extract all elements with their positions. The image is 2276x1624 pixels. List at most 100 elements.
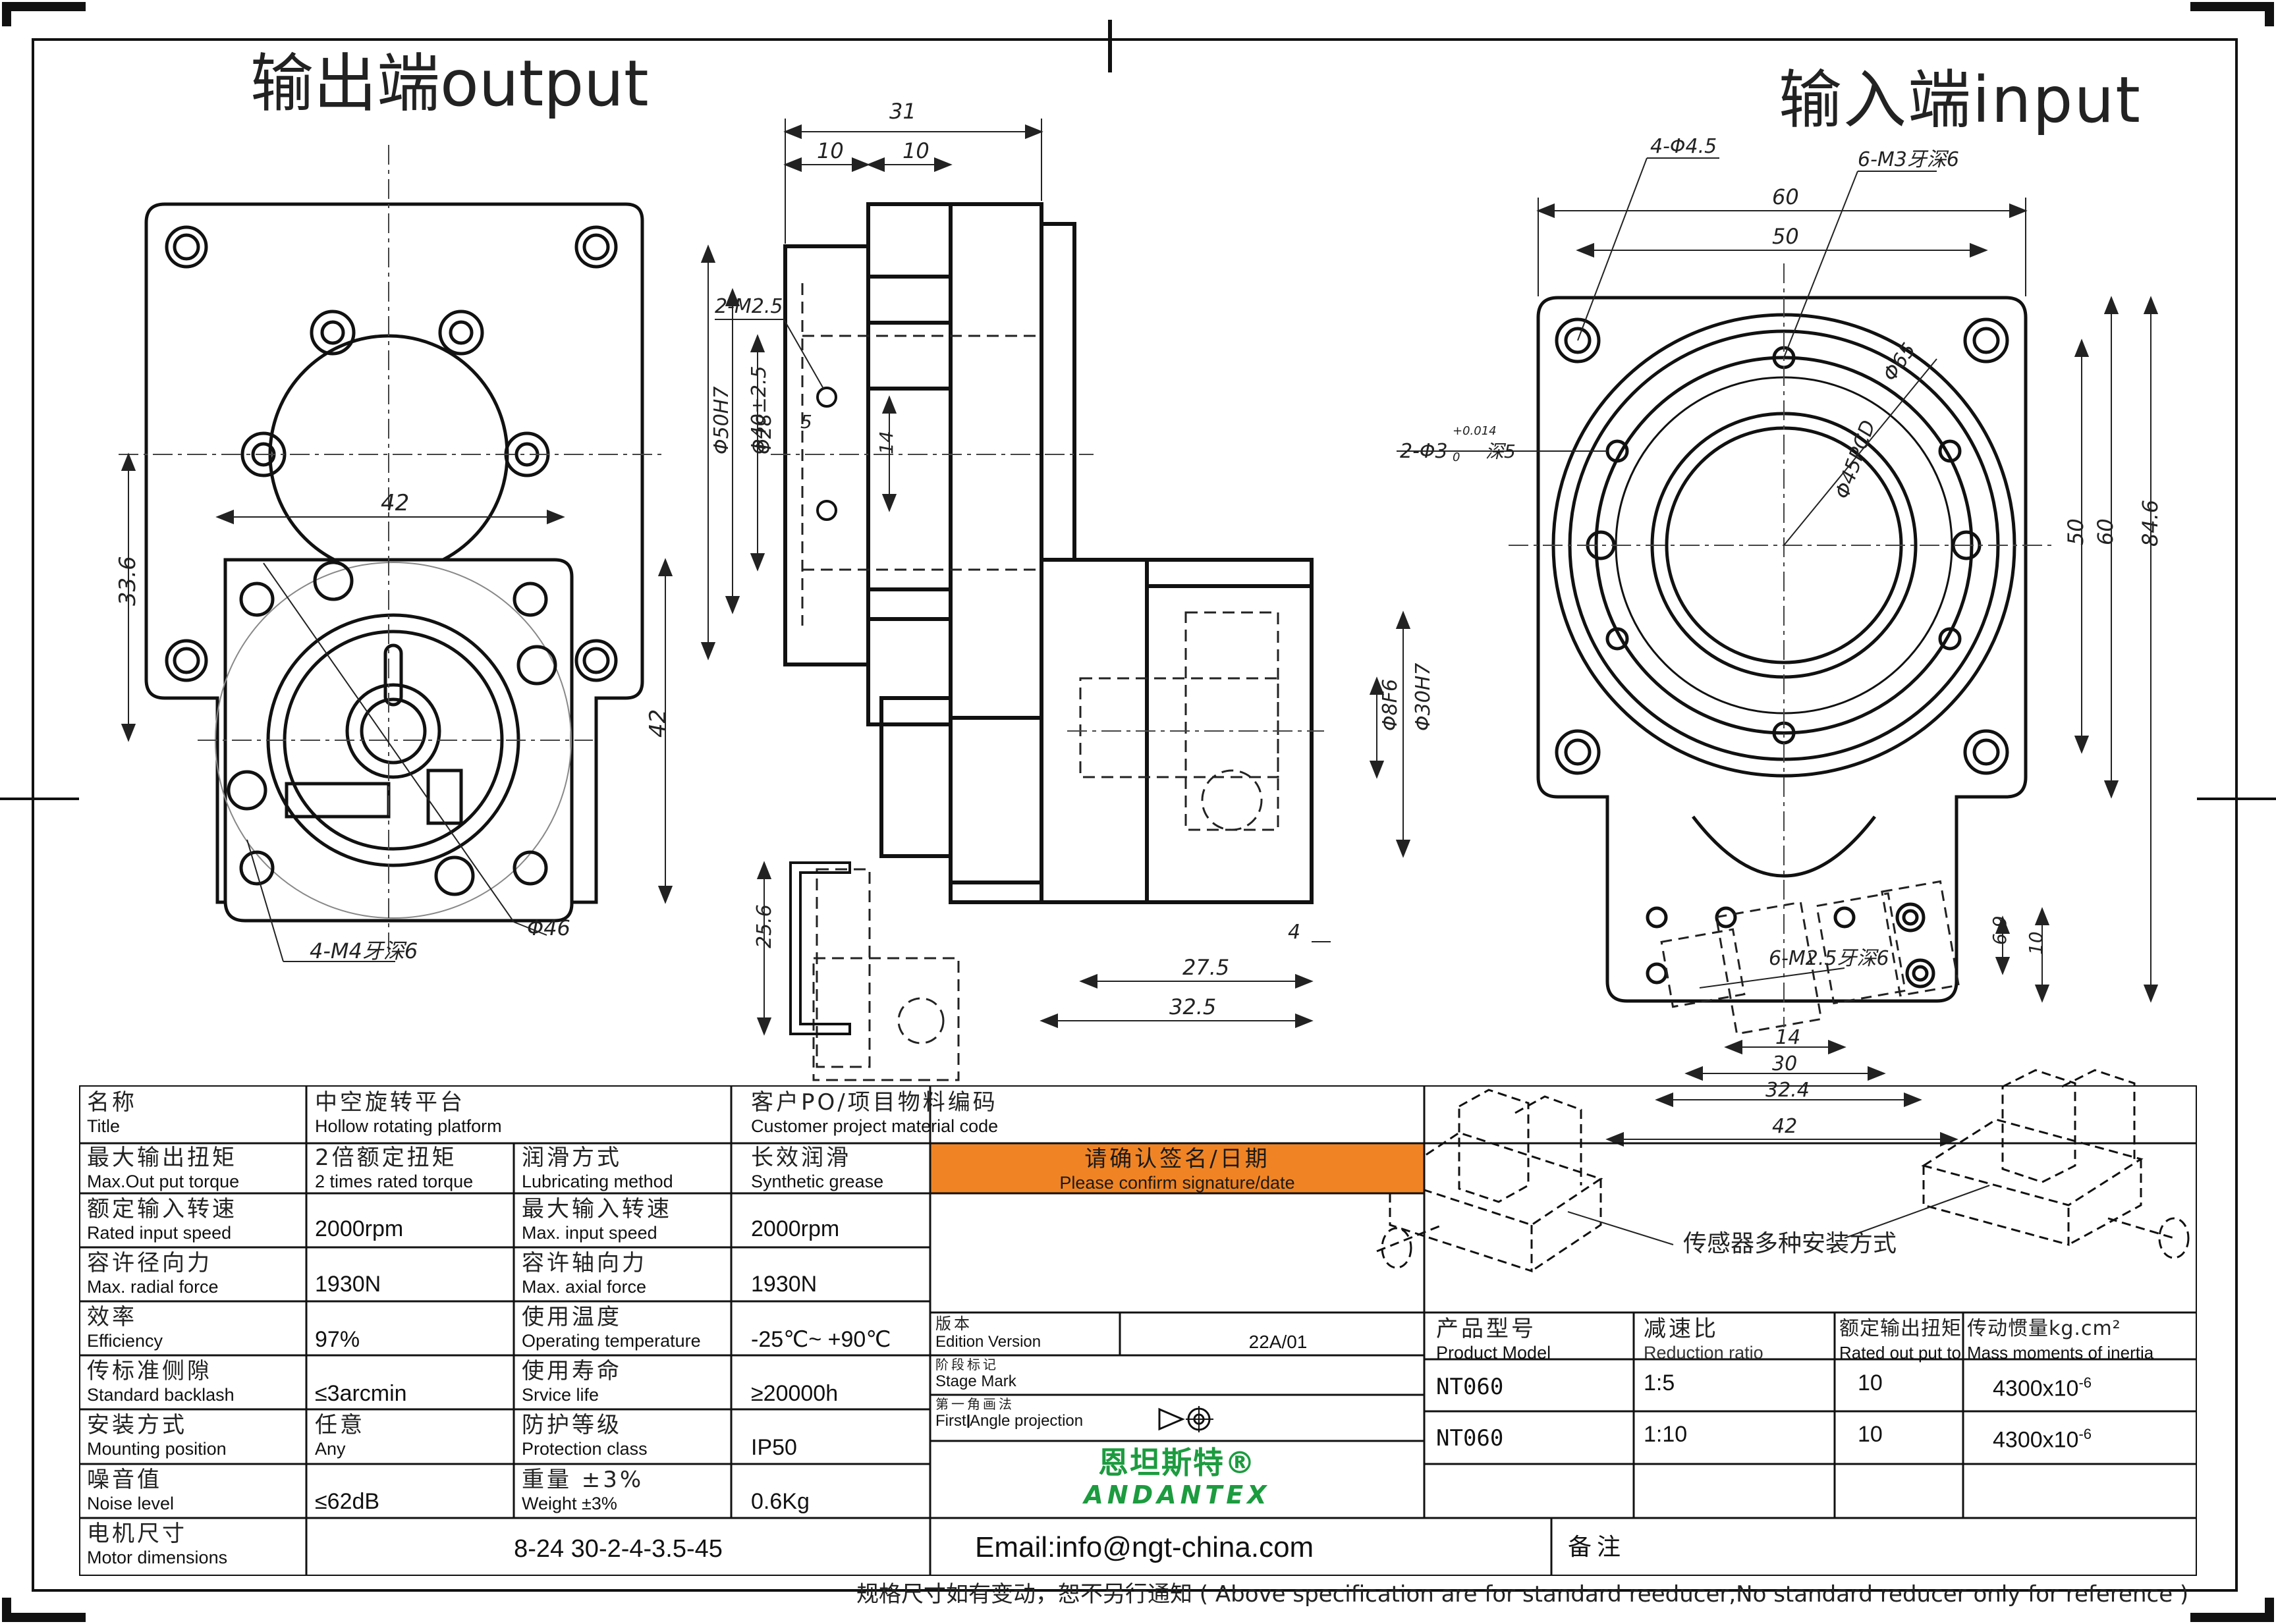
row2-torque: 10 bbox=[1858, 1422, 1883, 1447]
header-inertia-zh: 传动惯量kg.cm² bbox=[1967, 1317, 2121, 1340]
row1-inertia-exp: -6 bbox=[2078, 1374, 2092, 1391]
dim-4: 4 bbox=[1288, 921, 1300, 944]
dim-30-bottom: 30 bbox=[1772, 1052, 1797, 1075]
max-speed-label: 最大输入转速 Max. input speed bbox=[522, 1196, 729, 1243]
header-rated-torque-zh: 额定输出扭矩Nm bbox=[1839, 1317, 1962, 1340]
max-speed-value: 2000rpm bbox=[751, 1216, 840, 1241]
dim-30h7: Φ30H7 bbox=[1412, 663, 1435, 731]
side-centerlines bbox=[771, 454, 1324, 732]
max-speed-label-zh: 最大输入转速 bbox=[522, 1196, 672, 1222]
dim-2-phi-3: 2-Φ3 bbox=[1400, 440, 1448, 463]
footer-note: 规格尺寸如有变动，恕不另行通知 ( Above specification ar… bbox=[856, 1581, 2189, 1608]
stage-label-zh: 阶段标记 bbox=[935, 1357, 999, 1372]
lube-value: 长效润滑 Synthetic grease bbox=[751, 1145, 929, 1192]
axial-force-label-zh: 容许轴向力 bbox=[522, 1250, 647, 1276]
rated-speed-label-zh: 额定输入转速 bbox=[87, 1196, 237, 1222]
efficiency-label: 效率 Efficiency bbox=[87, 1304, 304, 1351]
brand-logo: 恩坦斯特® ANDANTEX bbox=[930, 1444, 1424, 1509]
row2-model: NT060 bbox=[1436, 1425, 1504, 1451]
input-end-view bbox=[1536, 296, 2028, 1003]
header-rated-torque-en: Rated out put torque bbox=[1839, 1343, 1962, 1363]
motor-label-zh: 电机尺寸 bbox=[87, 1521, 187, 1547]
dim-40: Φ40±2.5 bbox=[748, 365, 771, 454]
temperature-value: -25℃~ +90℃ bbox=[751, 1327, 891, 1352]
dim-25-6: 25.6 bbox=[753, 904, 776, 948]
side-hidden-lines bbox=[801, 283, 1279, 1081]
motor-label-en: Motor dimensions bbox=[87, 1548, 228, 1567]
dim-2-m2-5: 2-M2.5 bbox=[715, 295, 783, 318]
row1-model: NT060 bbox=[1436, 1374, 1504, 1400]
protection-label-en: Protection class bbox=[522, 1439, 648, 1459]
life-label: 使用寿命 Srvice life bbox=[522, 1358, 729, 1405]
lube-label: 润滑方式 Lubricating method bbox=[522, 1145, 729, 1192]
dim-42-bottom: 42 bbox=[1772, 1115, 1797, 1138]
torque-label: 最大输出扭矩 Max.Out put torque bbox=[87, 1145, 304, 1192]
rated-speed-value: 2000rpm bbox=[315, 1216, 404, 1241]
max-speed-label-en: Max. input speed bbox=[522, 1223, 657, 1243]
header-rated-torque: 额定输出扭矩Nm Rated out put torque bbox=[1839, 1316, 1962, 1363]
row2-ratio: 1:10 bbox=[1644, 1422, 1688, 1447]
dim-28: Φ28 bbox=[753, 414, 776, 454]
po-label-en: Customer project material code bbox=[751, 1116, 999, 1136]
dim-42-side: 42 bbox=[645, 709, 671, 738]
dim-6-m3: 6-M3牙深6 bbox=[1858, 148, 1959, 171]
radial-force-label-zh: 容许径向力 bbox=[87, 1250, 212, 1276]
header-reduction-ratio: 减速比 Reduction ratio bbox=[1644, 1316, 1831, 1363]
edition-value: 22A/01 bbox=[1248, 1332, 1308, 1352]
life-value: ≥20000h bbox=[751, 1381, 839, 1406]
dim-10-a: 10 bbox=[817, 138, 844, 163]
title-value-zh: 中空旋转平台 bbox=[315, 1089, 465, 1116]
sensor-leaders bbox=[1567, 1185, 1990, 1245]
dim-46: Φ46 bbox=[527, 915, 570, 940]
noise-label-zh: 噪音值 bbox=[87, 1467, 162, 1493]
row1-inertia: 4300x10-6 bbox=[1993, 1370, 2190, 1401]
remark-label: 备注 bbox=[1568, 1534, 1626, 1561]
lube-value-en: Synthetic grease bbox=[751, 1172, 884, 1191]
torque-label-en: Max.Out put torque bbox=[87, 1172, 240, 1191]
backlash-value: ≤3arcmin bbox=[315, 1381, 407, 1406]
mounting-label: 安装方式 Mounting position bbox=[87, 1412, 304, 1459]
projection-label-en: First Angle projection bbox=[935, 1412, 1084, 1430]
row2-inertia-exp: -6 bbox=[2078, 1426, 2092, 1442]
dim-14: 14 bbox=[875, 431, 897, 454]
iso-sketch-left bbox=[1376, 1089, 1603, 1273]
life-label-en: Srvice life bbox=[522, 1385, 599, 1405]
torque-value-en: 2 times rated torque bbox=[315, 1172, 474, 1191]
rated-speed-label-en: Rated input speed bbox=[87, 1223, 232, 1243]
temperature-label-en: Operating temperature bbox=[522, 1331, 701, 1351]
confirm-signature-box[interactable]: 请确认签名/日期 Please confirm signature/date bbox=[930, 1146, 1424, 1193]
dim-4-phi-4-5: 4-Φ4.5 bbox=[1650, 135, 1717, 158]
protection-label-zh: 防护等级 bbox=[522, 1412, 622, 1438]
side-dimensions bbox=[700, 119, 1411, 1036]
header-product-model: 产品型号 Product Model bbox=[1436, 1316, 1630, 1363]
motor-label: 电机尺寸 Motor dimensions bbox=[87, 1521, 304, 1568]
side-section-view bbox=[783, 202, 1314, 904]
brand-name-en: ANDANTEX bbox=[1084, 1480, 1271, 1509]
dim-6-m2-5: 6-M2.5牙深6 bbox=[1769, 947, 1889, 970]
dim-50-top: 50 bbox=[1772, 224, 1799, 249]
contact-email[interactable]: Email:info@ngt-china.com bbox=[975, 1531, 1314, 1563]
mounting-label-zh: 安装方式 bbox=[87, 1412, 187, 1438]
dim-27-5: 27.5 bbox=[1182, 955, 1229, 980]
torque-value: 2倍额定扭矩 2 times rated torque bbox=[315, 1145, 513, 1192]
mounting-value: 任意 Any bbox=[315, 1412, 513, 1459]
mounting-label-en: Mounting position bbox=[87, 1439, 227, 1459]
dim-45-pcd: Φ45PCD bbox=[1831, 418, 1880, 502]
confirm-label-en: Please confirm signature/date bbox=[1059, 1173, 1295, 1193]
dim-2-phi-3-deep: 深5 bbox=[1485, 441, 1516, 462]
title-label-en: Title bbox=[87, 1116, 121, 1136]
input-heading: 输入端input bbox=[1779, 63, 2142, 137]
projection-label: 第一角画法 First Angle projection bbox=[935, 1396, 1159, 1430]
output-centerlines bbox=[119, 145, 665, 955]
iso-sketch-right bbox=[1921, 1069, 2190, 1259]
sensor-mount-note: 传感器多种安装方式 bbox=[1683, 1230, 1897, 1257]
motor-value: 8-24 30-2-4-3.5-45 bbox=[514, 1536, 723, 1562]
stage-label: 阶段标记 Stage Mark bbox=[935, 1357, 1397, 1391]
torque-label-zh: 最大输出扭矩 bbox=[87, 1145, 237, 1171]
brand-name-cn: 恩坦斯特® bbox=[1098, 1445, 1256, 1480]
torque-value-zh: 2倍额定扭矩 bbox=[315, 1145, 457, 1171]
backlash-label: 传标准侧隙 Standard backlash bbox=[87, 1358, 304, 1405]
efficiency-label-zh: 效率 bbox=[87, 1304, 137, 1330]
backlash-label-en: Standard backlash bbox=[87, 1385, 235, 1405]
row2-inertia-base: 4300x10 bbox=[1993, 1427, 2079, 1453]
